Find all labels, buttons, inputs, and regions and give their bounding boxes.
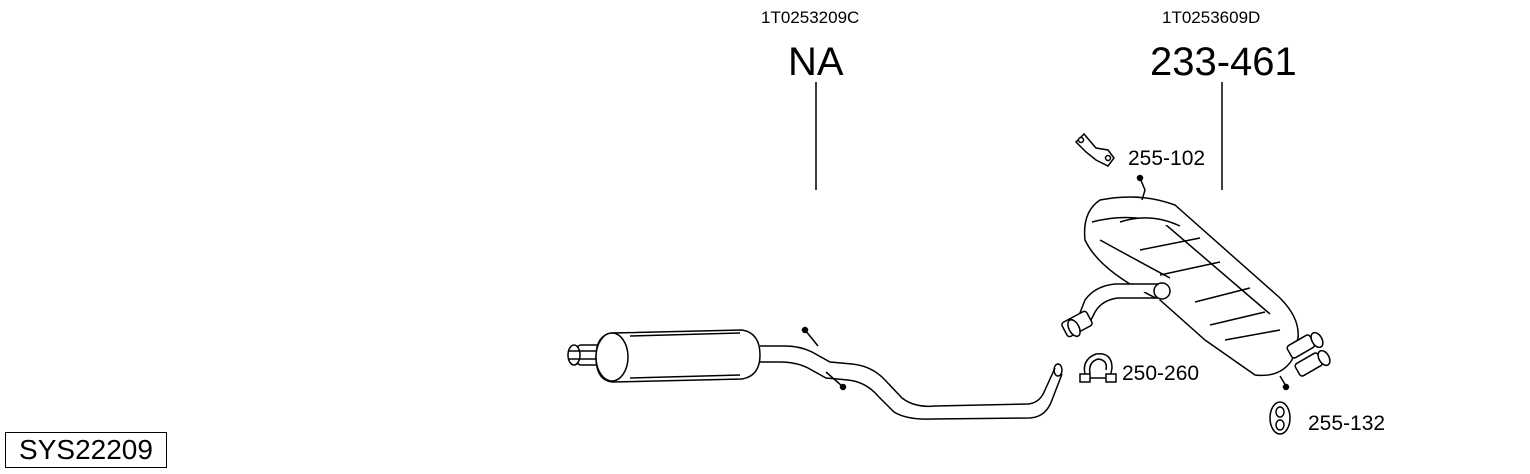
pipe-hanger (801, 326, 847, 391)
clamp-icon (1079, 353, 1117, 383)
rear-inlet-pipe (1061, 282, 1171, 338)
front-muffler-oe-number: 1T0253209C (761, 8, 860, 27)
tailpipes (1279, 331, 1331, 391)
rear-muffler-part-number: 233-461 (1150, 40, 1297, 84)
front-muffler-part-number: NA (788, 40, 844, 84)
rear-muffler (1083, 196, 1299, 377)
clamp-part-number: 250-260 (1122, 362, 1200, 385)
rubber-mount-part-number: 255-132 (1308, 412, 1386, 435)
intermediate-pipe (760, 345, 1063, 420)
system-code-box: SYS22209 (5, 432, 167, 468)
rear-muffler-hanger (1136, 174, 1146, 201)
front-muffler (595, 329, 761, 383)
rubber-mount-icon (1269, 401, 1291, 435)
bracket-icon (1074, 132, 1115, 167)
rear-muffler-oe-number: 1T0253609D (1162, 8, 1261, 27)
bracket-part-number: 255-102 (1128, 147, 1206, 170)
